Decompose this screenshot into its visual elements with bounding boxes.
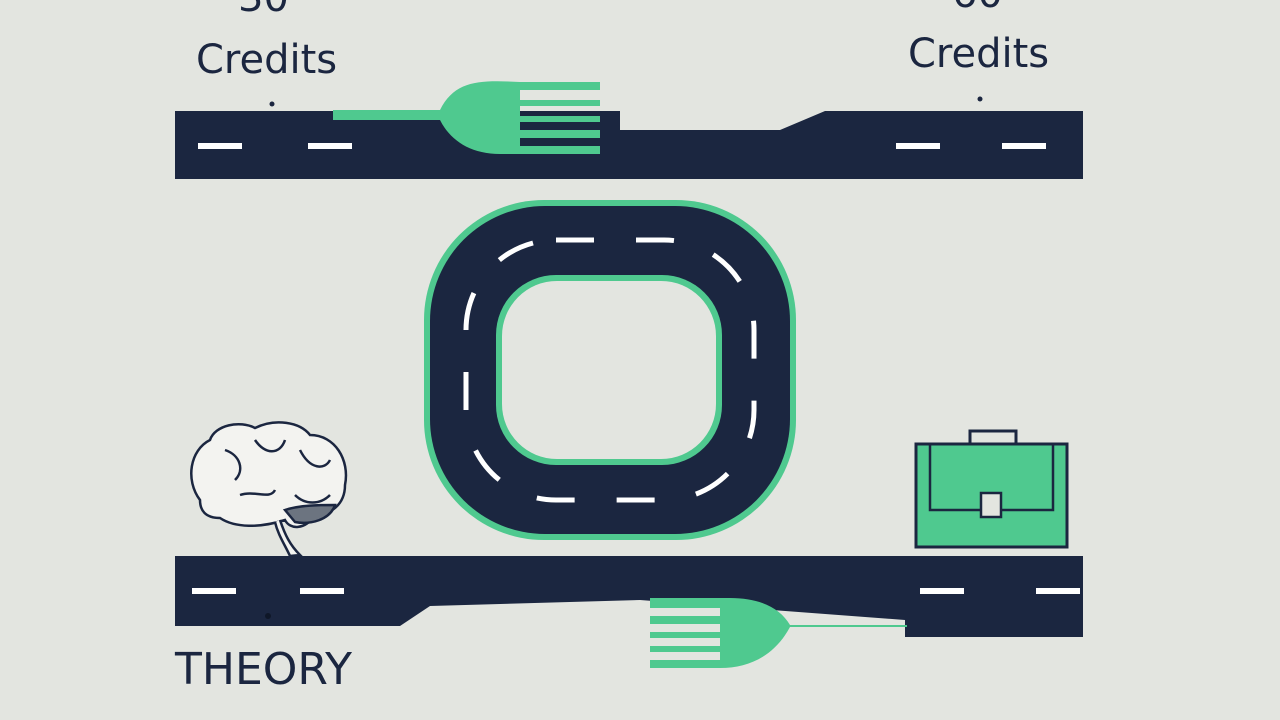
top-road [175, 96, 1083, 179]
theory-label: THEORY [175, 644, 353, 695]
right-credit-number: 60 [952, 0, 1003, 14]
left-credits-label: Credits [196, 37, 338, 83]
briefcase-icon [914, 429, 1069, 549]
fork-icon [650, 598, 907, 668]
fork-icon [333, 81, 600, 154]
left-credit-number: 30 [238, 0, 289, 18]
right-credits-label: Credits [908, 31, 1050, 77]
roundabout-road [424, 200, 796, 540]
brain-icon [190, 421, 348, 558]
bottom-road [175, 556, 1083, 637]
